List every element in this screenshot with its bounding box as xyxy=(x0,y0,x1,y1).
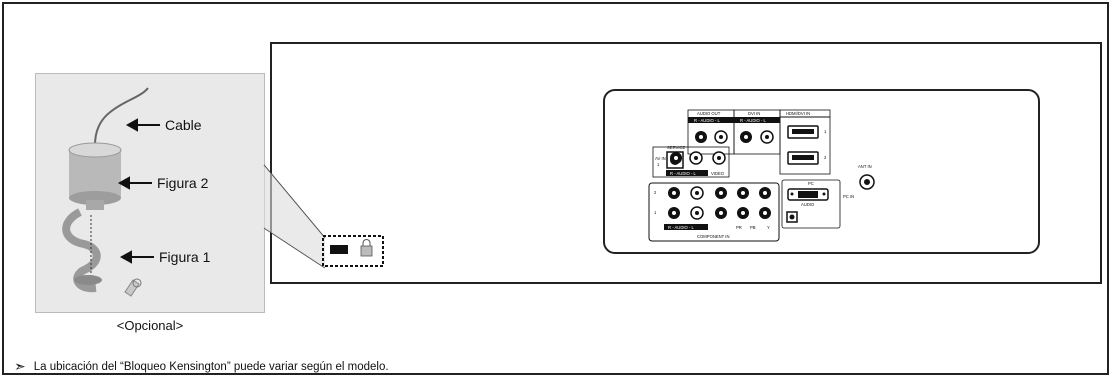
svg-text:R - AUDIO - L: R - AUDIO - L xyxy=(670,171,696,176)
svg-text:AUDIO: AUDIO xyxy=(801,202,815,207)
lock-icon xyxy=(360,239,373,257)
pc-in-block xyxy=(781,179,841,229)
av-in-block xyxy=(652,146,730,178)
svg-text:2: 2 xyxy=(654,190,657,195)
svg-text:DVI IN: DVI IN xyxy=(748,111,760,116)
cable-wire xyxy=(94,87,149,146)
note-line: ➣ La ubicación del “Bloqueo Kensington” … xyxy=(14,358,389,375)
arrow-left-icon xyxy=(117,118,160,264)
svg-text:Y: Y xyxy=(767,225,770,230)
svg-text:2: 2 xyxy=(824,155,827,160)
lock-cylinder xyxy=(68,142,122,210)
svg-text:COMPONENT IN: COMPONENT IN xyxy=(697,234,730,239)
svg-text:1: 1 xyxy=(657,162,660,167)
callout-cable: Cable xyxy=(165,117,202,133)
component-in-block xyxy=(648,182,780,242)
svg-text:1: 1 xyxy=(824,129,827,134)
svg-text:R - AUDIO - L: R - AUDIO - L xyxy=(740,118,766,123)
callout-figura-1: Figura 1 xyxy=(159,249,211,265)
component-jacks xyxy=(668,186,771,220)
key-icon xyxy=(124,278,142,297)
svg-text:ANT IN: ANT IN xyxy=(858,164,872,169)
svg-text:1: 1 xyxy=(654,210,657,215)
svg-text:SERVICE: SERVICE xyxy=(667,145,686,150)
svg-text:PB: PB xyxy=(750,225,756,230)
svg-text:VIDEO: VIDEO xyxy=(711,171,725,176)
dvi-in-block xyxy=(733,109,781,155)
svg-text:AUDIO OUT: AUDIO OUT xyxy=(697,111,721,116)
hdmi-in-block xyxy=(779,109,831,175)
page-frame xyxy=(2,2,1109,375)
svg-text:AV IN: AV IN xyxy=(655,156,666,161)
note-text: La ubicación del “Bloqueo Kensington” pu… xyxy=(33,360,389,373)
kensington-slot-highlight xyxy=(322,235,384,267)
svg-text:PR: PR xyxy=(736,225,742,230)
lock-strap xyxy=(62,208,102,293)
svg-text:PC IN: PC IN xyxy=(843,194,854,199)
arrow-right-icon: ➣ xyxy=(14,358,26,374)
svg-text:HDMI/DVI IN: HDMI/DVI IN xyxy=(786,111,810,116)
optional-caption: <Opcional> xyxy=(116,318,184,333)
svg-text:PC: PC xyxy=(808,181,814,186)
svg-text:R - AUDIO - L: R - AUDIO - L xyxy=(694,118,720,123)
ant-in-port: ANT IN xyxy=(858,164,875,190)
svg-text:R - AUDIO - L: R - AUDIO - L xyxy=(668,225,694,230)
callout-figura-2: Figura 2 xyxy=(157,175,209,191)
kensington-slot xyxy=(330,245,348,254)
